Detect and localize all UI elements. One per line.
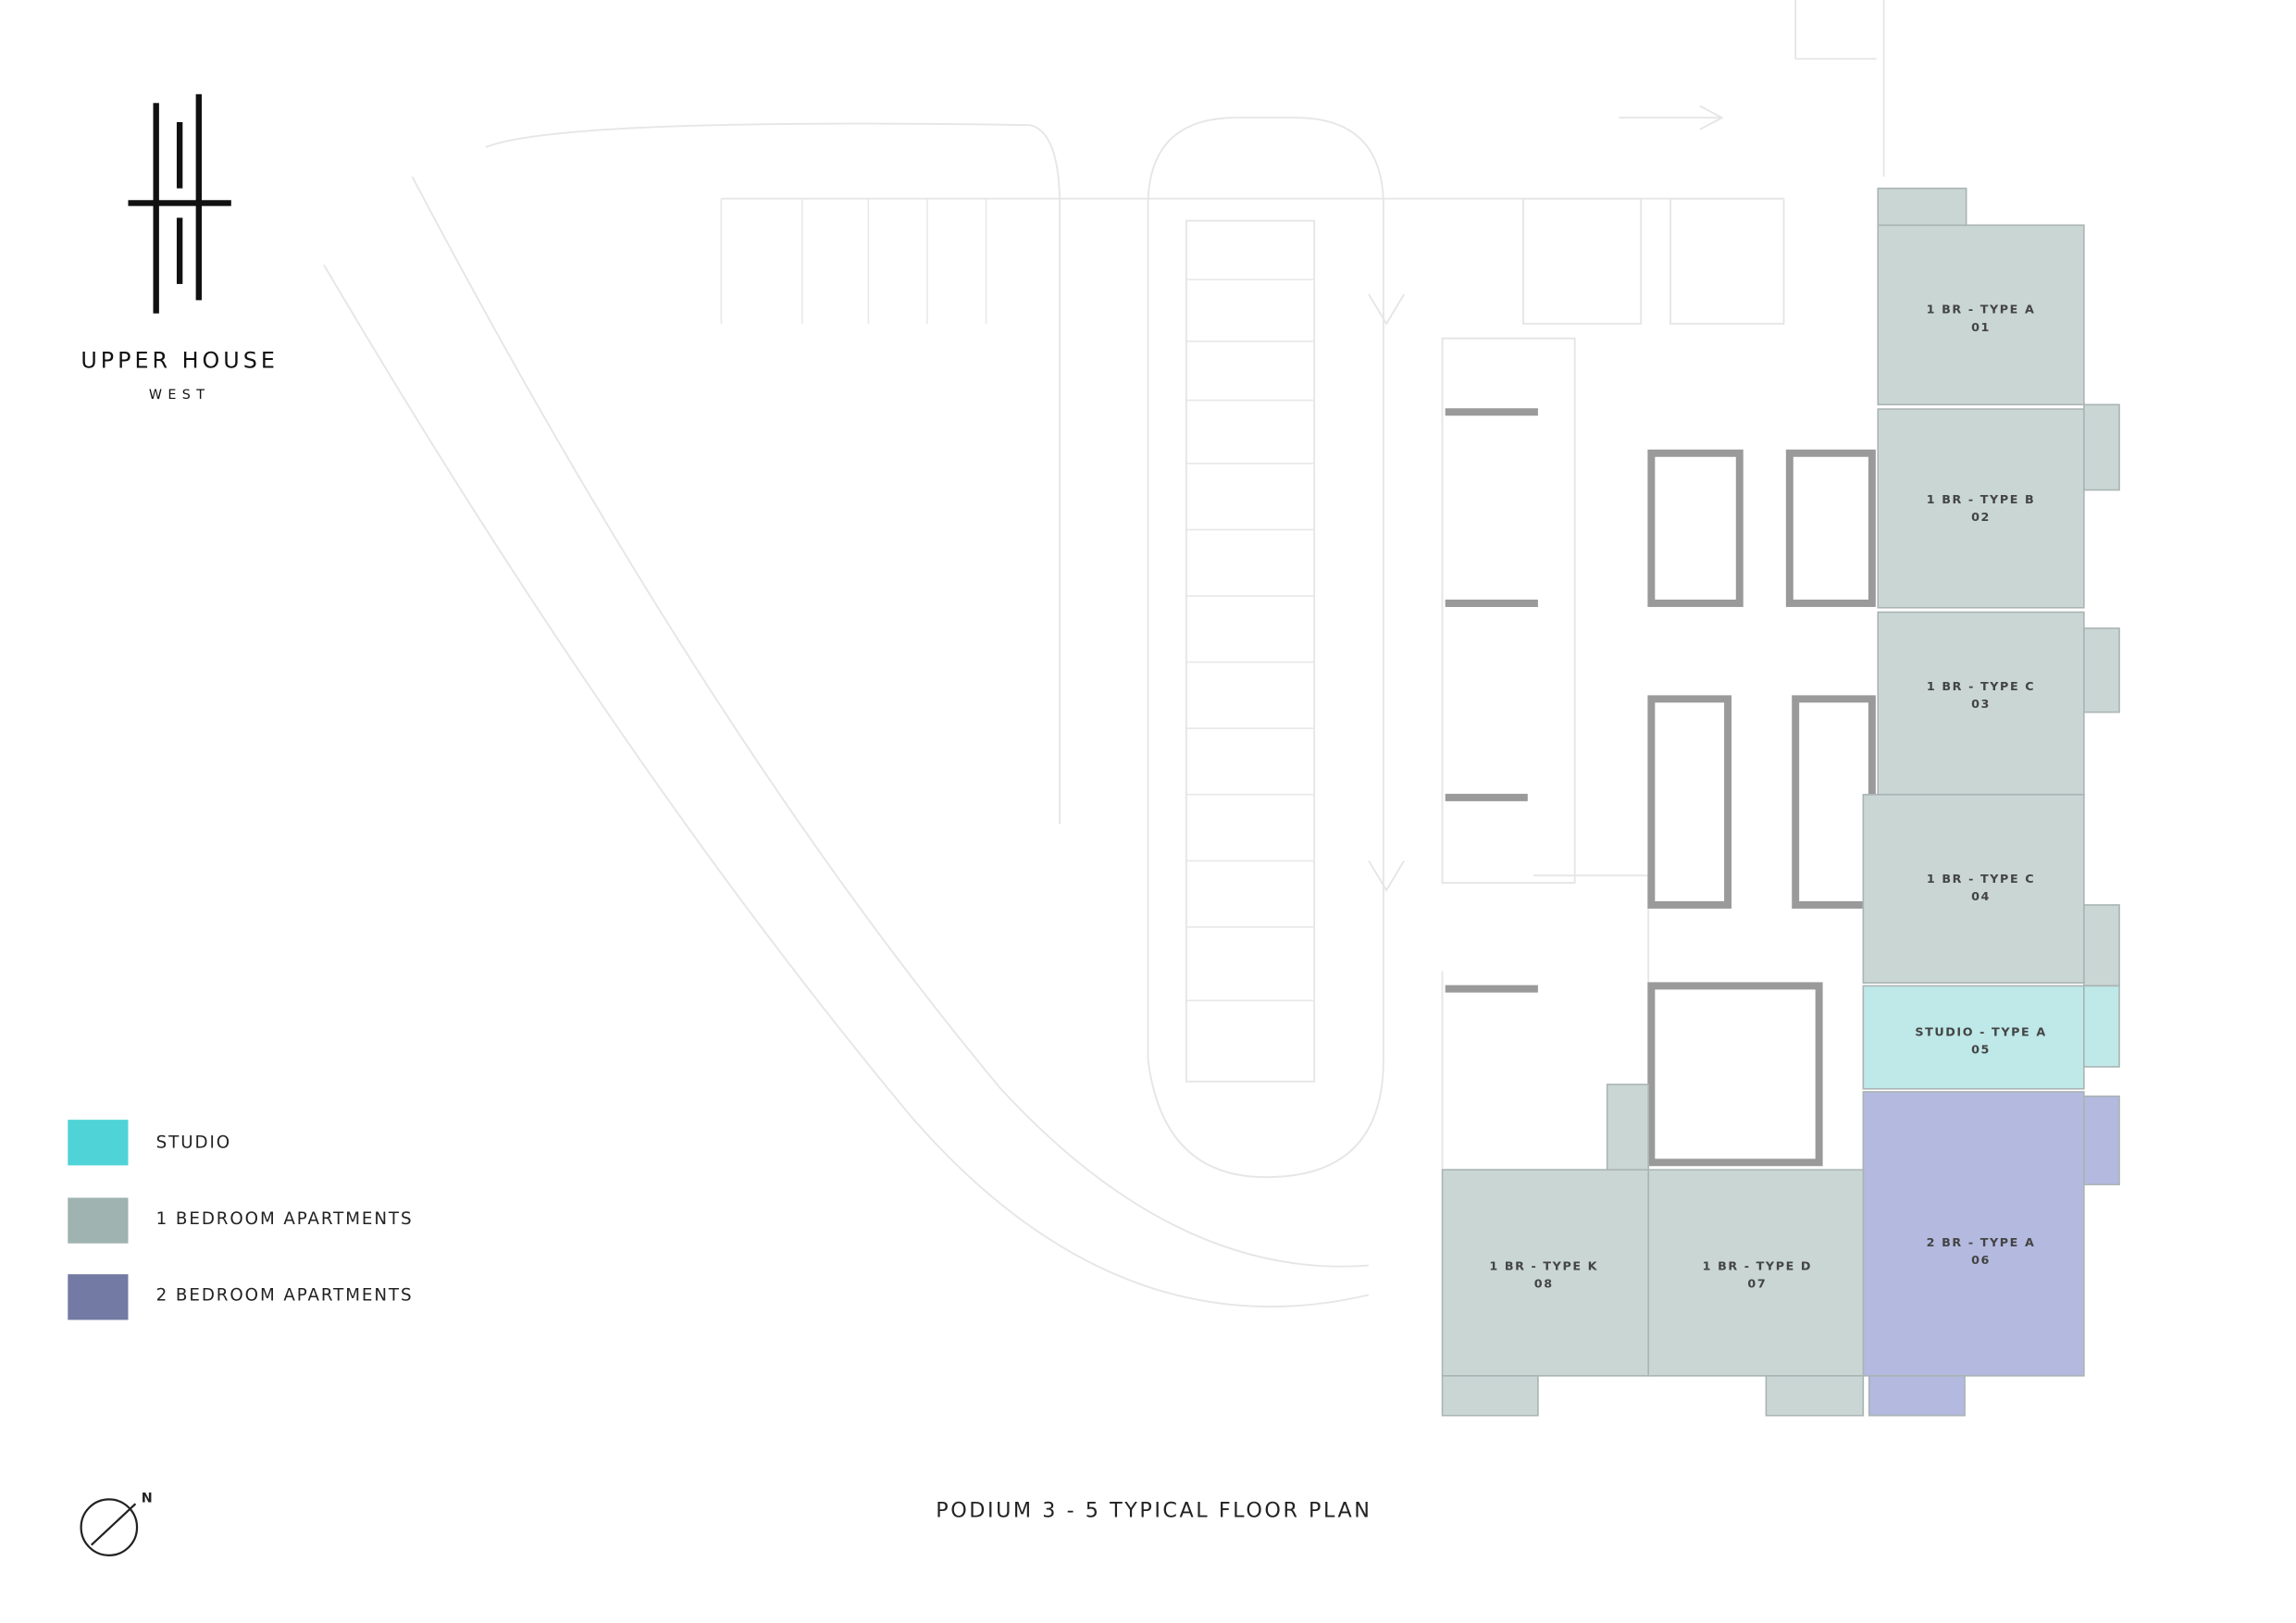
unit-area (1862, 985, 2085, 1090)
unit-area (1765, 1375, 1865, 1417)
unit-type-label: 2 BR - TYPE A (1927, 1235, 2036, 1249)
unit-type-label: STUDIO - TYPE A (1915, 1025, 2046, 1039)
unit-area (1606, 1084, 1649, 1171)
unit-08[interactable]: 1 BR - TYPE K 08 (1441, 1084, 1649, 1417)
unit-area (1877, 224, 2085, 406)
unit-03[interactable]: 1 BR - TYPE C 03 (1877, 611, 2120, 796)
background-site-linework (323, 0, 1885, 1308)
unit-area (1441, 1169, 1649, 1377)
unit-number-label: 02 (1971, 510, 1991, 524)
parking-bays (720, 198, 1315, 1002)
unit-area (1862, 1091, 2085, 1377)
unit-number-label: 03 (1971, 697, 1991, 711)
unit-number-label: 06 (1971, 1253, 1991, 1267)
north-label: N (142, 1492, 153, 1506)
unit-area (2083, 627, 2120, 713)
unit-area (1877, 408, 2085, 609)
legend-swatch-studio (68, 1120, 129, 1166)
unit-number-label: 05 (1971, 1043, 1991, 1057)
upper-house-logo (128, 93, 231, 314)
unit-02[interactable]: 1 BR - TYPE B 02 (1877, 403, 2120, 609)
unit-area (1441, 1375, 1539, 1417)
unit-type-label: 1 BR - TYPE A (1927, 303, 2036, 316)
legend-label-2br: 2 BEDROOM APARTMENTS (156, 1286, 414, 1306)
unit-type-label: 1 BR - TYPE D (1703, 1258, 1812, 1272)
north-arrow-icon (80, 1498, 139, 1556)
unit-number-label: 04 (1971, 889, 1991, 903)
legend-swatch-2br (68, 1274, 129, 1320)
unit-area (2083, 403, 2120, 491)
unit-type-label: 1 BR - TYPE C (1927, 872, 2035, 886)
unit-type-label: 1 BR - TYPE C (1927, 679, 2035, 693)
unit-area (1862, 793, 2085, 985)
legend: STUDIO 1 BEDROOM APARTMENTS 2 BEDROOM AP… (68, 1120, 414, 1320)
unit-area (1877, 187, 1967, 227)
unit-type-label: 1 BR - TYPE K (1489, 1258, 1598, 1272)
plan-title: PODIUM 3 - 5 TYPICAL FLOOR PLAN (936, 1499, 1371, 1523)
unit-area (2083, 904, 2120, 987)
unit-07[interactable]: 1 BR - TYPE D 07 (1647, 1169, 1865, 1417)
unit-type-label: 1 BR - TYPE B (1927, 492, 2036, 506)
unit-04[interactable]: 1 BR - TYPE C 04 (1862, 793, 2120, 987)
unit-area (1647, 1169, 1865, 1377)
unit-area (2083, 1095, 2120, 1185)
unit-area (1868, 1375, 1966, 1417)
legend-label-studio: STUDIO (156, 1133, 231, 1152)
unit-number-label: 07 (1747, 1276, 1767, 1290)
unit-area (2083, 985, 2120, 1068)
brand-subtitle: WEST (149, 388, 210, 403)
legend-swatch-1br (68, 1197, 129, 1244)
unit-05[interactable]: STUDIO - TYPE A 05 (1862, 985, 2120, 1090)
unit-number-label: 01 (1971, 320, 1991, 334)
unit-06[interactable]: 2 BR - TYPE A 06 (1862, 1091, 2120, 1417)
core-walls (1445, 408, 1876, 1167)
unit-number-label: 08 (1534, 1276, 1554, 1290)
unit-01[interactable]: 1 BR - TYPE A 01 (1877, 187, 2085, 406)
legend-label-1br: 1 BEDROOM APARTMENTS (156, 1209, 414, 1229)
brand-name: UPPER HOUSE (81, 348, 279, 374)
